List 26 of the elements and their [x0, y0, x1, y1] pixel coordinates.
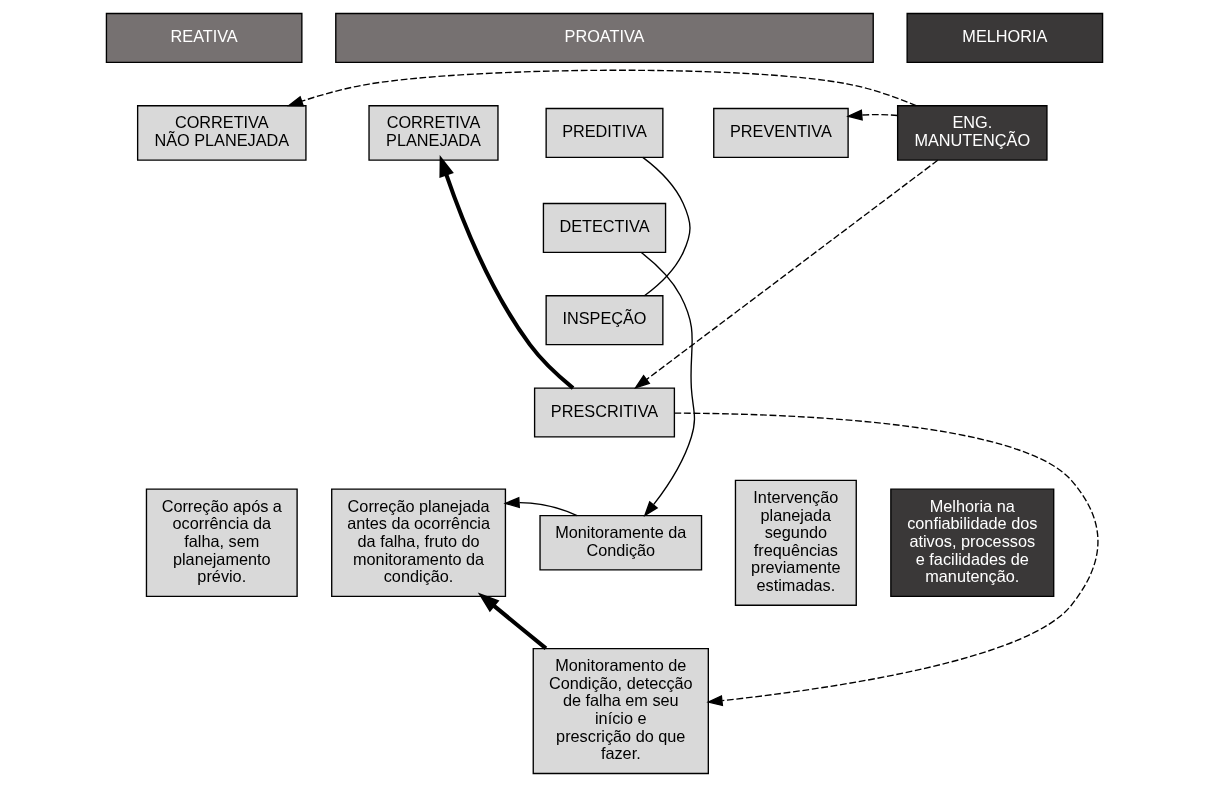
node-box: INSPEÇÃO: [545, 295, 664, 346]
arrow: [674, 412, 1099, 707]
node-box: REATIVA: [105, 12, 303, 64]
node-box: Melhoria na confiabilidade dos ativos, processos e facilidades de manutenção.: [890, 488, 1055, 598]
node-box: Monitoramente da Condição: [539, 514, 703, 571]
node-box: Correção após a ocorrência da falha, sem planejamento prévio.: [145, 488, 298, 598]
arrow: [633, 159, 939, 389]
arrow: [846, 109, 899, 121]
node-box: Correção planejada antes da ocorrência da falha, fruto do monitoramento da condição.: [331, 488, 507, 598]
node-box: Intervenção planejada segundo frequências previamente estimadas.: [734, 479, 857, 606]
node-box: PROATIVA: [335, 12, 874, 64]
node-box: ENG. MANUTENÇÃO: [896, 105, 1048, 161]
node-box: PRESCRITIVA: [533, 387, 676, 438]
node-box: CORRETIVA NÃO PLANEJADA: [136, 105, 307, 161]
arrow: [503, 496, 578, 517]
arrow: [286, 69, 917, 107]
node-box: MELHORIA: [906, 12, 1104, 64]
arrow: [477, 592, 548, 650]
arrow: [640, 251, 696, 517]
node-box: DETECTIVA: [542, 202, 667, 254]
node-box: CORRETIVA PLANEJADA: [368, 105, 499, 161]
arrow: [439, 154, 575, 390]
node-box: PREDITIVA: [545, 107, 664, 159]
node-box: PREVENTIVA: [713, 107, 849, 159]
connector: [642, 156, 691, 297]
node-box: Monitoramento de Condição, detecção de falha em seu início e prescrição do que fazer.: [532, 647, 709, 775]
